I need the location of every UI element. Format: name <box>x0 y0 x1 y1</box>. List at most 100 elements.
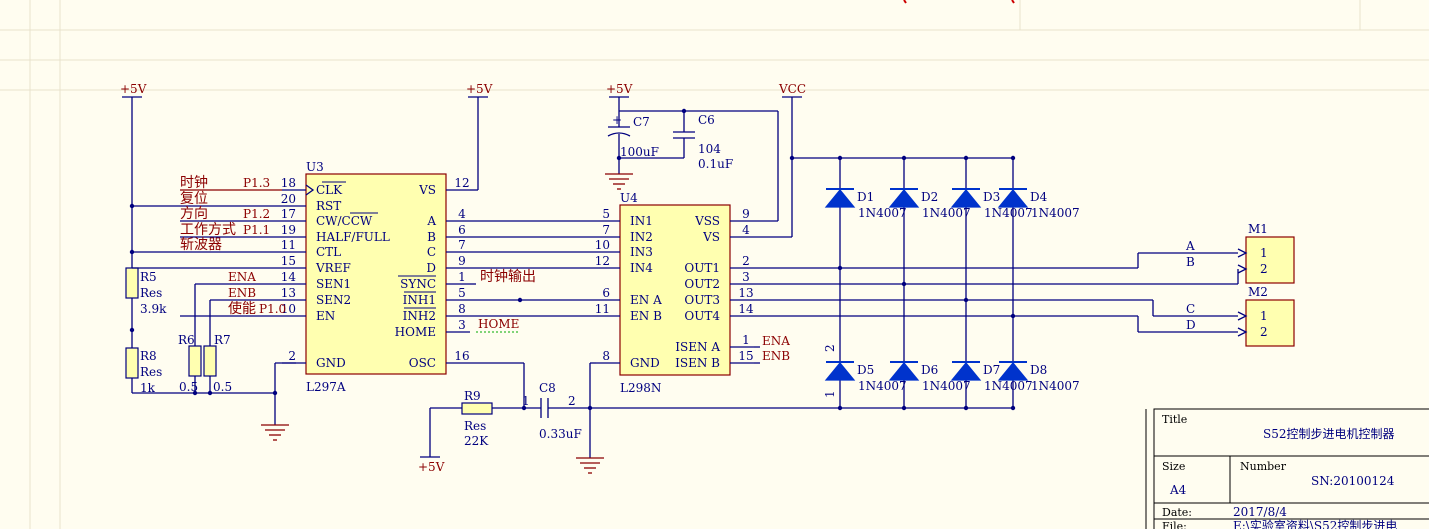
u3-pin-num: 11 <box>281 238 296 252</box>
label-enable-port: P1.0 <box>259 302 286 316</box>
diode-top-symbol <box>997 189 1029 208</box>
u3-pin-name: CLK <box>316 183 343 197</box>
u4-pin-name: EN B <box>630 309 662 323</box>
u3-pin-num: 14 <box>281 270 297 284</box>
u4-pin-num: 12 <box>595 254 610 268</box>
number-label: Number <box>1240 460 1287 473</box>
net-b: B <box>1186 255 1195 269</box>
power-label-caps: +5V <box>606 82 633 96</box>
diode-bottom-part: 1N4007 <box>922 379 971 393</box>
u4-pin-name: ISEN B <box>675 356 720 370</box>
label-isen-ena: ENA <box>762 334 790 348</box>
motor-m2: M2 1 2 <box>1237 285 1295 347</box>
u3-pin-num: 4 <box>458 207 466 221</box>
net-a: A <box>1185 239 1195 253</box>
net-d: D <box>1186 318 1196 332</box>
u3-pin-num: 2 <box>288 349 296 363</box>
title-block: Title S52控制步进电机控制器 Size A4 Number SN:201… <box>1145 408 1429 529</box>
number-value: SN:20100124 <box>1311 474 1395 488</box>
m1-pin1: 1 <box>1260 246 1268 260</box>
c6-code: 104 <box>698 142 721 156</box>
diode-bottom-part: 1N4007 <box>984 379 1033 393</box>
label-enable: 使能 <box>228 300 256 317</box>
u4-pin-name: GND <box>630 356 660 370</box>
u4-pin-name: IN4 <box>630 261 653 275</box>
u3-u4-wires: 时钟输出 HOME <box>470 220 596 333</box>
label-isen-enb: ENB <box>762 349 790 363</box>
u3-pin-num: 6 <box>458 223 466 237</box>
u3-pin-num: 5 <box>458 286 466 300</box>
u3-input-labels: 时钟 P1.3 复位 方向 P1.2 工作方式 P1.1 斩波器 ENA ENB… <box>132 174 286 317</box>
c8-pin2: 2 <box>568 394 576 408</box>
u3-part: L297A <box>306 380 346 394</box>
d5-pin-bottom: 1 <box>823 390 837 398</box>
sense-resistors: R6 R7 0.5 0.5 <box>178 283 282 394</box>
diode-bottom-part: 1N4007 <box>1031 379 1080 393</box>
label-dir: 方向 <box>180 206 208 222</box>
flyback-diodes: D11N4007D51N4007D21N4007D61N4007D31N4007… <box>824 155 1080 411</box>
label-mode: 工作方式 <box>180 222 236 238</box>
u4-pin-num: 9 <box>742 207 750 221</box>
label-chopper: 斩波器 <box>180 237 222 253</box>
c8-value: 0.33uF <box>539 427 582 441</box>
u4-pin-num: 15 <box>738 349 753 363</box>
u4-pin-num: 5 <box>602 207 610 221</box>
u3-pin-num: 20 <box>281 192 296 206</box>
r5-type: Res <box>140 286 162 300</box>
red-mark-top <box>903 0 907 4</box>
m1-ref: M1 <box>1248 222 1268 236</box>
label-clock-port: P1.3 <box>243 176 270 190</box>
diode-top-symbol <box>950 189 982 208</box>
u4-pin-num: 13 <box>738 286 753 300</box>
osc-network: +5V R9 Res 22K C8 0.33uF 1 2 <box>418 362 604 474</box>
u3-pin-name: B <box>427 230 436 244</box>
diode-top-part: 1N4007 <box>984 206 1033 220</box>
red-mark-top-2 <box>1011 0 1015 4</box>
title-value: S52控制步进电机控制器 <box>1263 427 1395 441</box>
supply-caps: +5V + C7 100uF C6 104 0.1uF <box>605 82 778 190</box>
net-c: C <box>1186 302 1195 316</box>
u3-pin-num: 13 <box>281 286 296 300</box>
power-label-bottom: +5V <box>418 460 445 474</box>
u4-pin-num: 11 <box>595 302 610 316</box>
u3-pin-num: 7 <box>458 238 466 252</box>
c7-plus: + <box>612 113 622 127</box>
u4-pin-num: 6 <box>602 286 610 300</box>
r8-body <box>125 347 139 379</box>
u3-pin-name: A <box>426 214 436 228</box>
u4-pin-num: 14 <box>738 302 754 316</box>
u4-pin-num: 8 <box>602 349 610 363</box>
r9-body <box>461 402 493 415</box>
label-clock: 时钟 <box>180 174 208 191</box>
power-label-left: +5V <box>120 82 147 96</box>
u3-pin-num: 10 <box>281 302 296 316</box>
r5-ref: R5 <box>140 270 157 284</box>
left-supply: +5V R5 Res 3.9k R8 Res 1k <box>120 82 278 396</box>
diode-bottom-ref: D5 <box>857 363 874 377</box>
u3-pin-name: VREF <box>315 261 351 275</box>
output-wires: A B C D <box>754 239 1239 333</box>
c6-ref: C6 <box>698 113 715 127</box>
u3-pin-num: 1 <box>458 270 466 284</box>
date-value: 2017/8/4 <box>1233 505 1287 519</box>
u3-pin-name: CW/CCW <box>316 214 373 228</box>
diode-top-part: 1N4007 <box>1031 206 1080 220</box>
label-clock-out: 时钟输出 <box>480 268 536 285</box>
u3-pin-name: HALF/FULL <box>316 230 390 244</box>
u4-pin-name: IN2 <box>630 230 653 244</box>
file-value: E:\实验室资料\S52控制步进电 <box>1233 518 1397 529</box>
u4-pin-num: 1 <box>742 333 750 347</box>
m2-ref: M2 <box>1248 285 1268 299</box>
r6-body <box>188 345 202 377</box>
m2-pin2: 2 <box>1260 325 1268 339</box>
c7-value: 100uF <box>620 145 659 159</box>
u4-pin-name: OUT3 <box>684 293 720 307</box>
diode-top-ref: D3 <box>983 190 1000 204</box>
u3-pin-name: HOME <box>395 325 436 339</box>
label-ena: ENA <box>228 270 256 284</box>
diode-bottom-symbol <box>950 362 982 381</box>
u3-pin-num: 9 <box>458 254 466 268</box>
